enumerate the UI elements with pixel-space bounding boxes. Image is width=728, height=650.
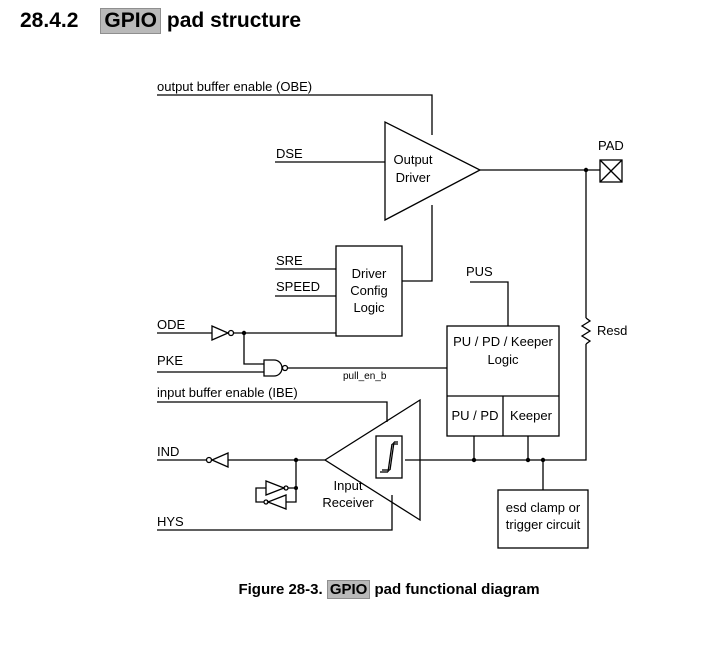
sre-label: SRE (276, 253, 303, 268)
latch-bubble-top (283, 485, 289, 491)
section-number: 28.4.2 (20, 9, 79, 32)
pus-label: PUS (466, 264, 493, 279)
obe-label: output buffer enable (OBE) (157, 79, 312, 94)
search-highlight: GPIO (326, 580, 371, 599)
driver-config-block (335, 245, 403, 337)
pu-pd-label: PU / PD (452, 408, 499, 423)
hys-wire (157, 495, 393, 531)
resd-resistor (580, 317, 592, 345)
driver-config-label: Driver (352, 266, 387, 281)
schmitt-symbol (375, 435, 403, 479)
schmitt-l-rise (387, 443, 393, 473)
ode-buffer (211, 325, 230, 341)
latch-wire-bottom (286, 488, 297, 503)
ode-to-nand-wire (243, 333, 264, 365)
ind-inverter-bubble (205, 456, 213, 464)
input-receiver-label: Receiver (322, 495, 374, 510)
ode-inverter-bubble (227, 329, 235, 337)
esd-label: trigger circuit (506, 517, 581, 532)
pad-label: PAD (598, 138, 624, 153)
search-highlight: GPIO (100, 8, 161, 34)
latch-wire-top (288, 460, 297, 489)
pus-wire (470, 281, 509, 326)
junction-dot (540, 457, 546, 463)
nand-bubble (281, 364, 289, 372)
junction-dot (293, 457, 299, 463)
junction-dot (241, 330, 247, 336)
junction-dot (294, 486, 298, 490)
driver-config-label: Config (350, 283, 388, 298)
junction-dot (583, 167, 589, 173)
ibe-wire (157, 401, 388, 422)
hys-label: HYS (157, 514, 184, 529)
figure-caption: Figure 28-3. GPIO pad functional diagram (0, 580, 728, 599)
figure-title: pad functional diagram (374, 581, 540, 598)
ibe-label: input buffer enable (IBE) (157, 385, 298, 400)
obe-wire (157, 94, 433, 135)
section-heading: 28.4.2 GPIO pad structure (20, 6, 301, 36)
figure-number: Figure 28-3. (238, 581, 323, 598)
junction-dot (471, 457, 477, 463)
pull-en-b-label: pull_en_b (343, 371, 387, 382)
pu-pd-keeper-logic-label: PU / PD / Keeper (453, 334, 553, 349)
pad-to-node-wire (405, 344, 587, 461)
schmitt-r-rise (389, 441, 395, 471)
keeper-label: Keeper (510, 408, 553, 423)
resd-label: Resd (597, 323, 627, 338)
output-driver-label: Output (393, 152, 432, 167)
pke-label: PKE (157, 353, 183, 368)
junction-dot (525, 457, 531, 463)
pu-pd-keeper-logic-label: Logic (487, 352, 519, 367)
ind-label: IND (157, 444, 179, 459)
driver-config-label: Logic (353, 300, 385, 315)
input-receiver-triangle (323, 398, 421, 522)
section-title: pad structure (166, 9, 302, 32)
latch-loop (255, 487, 266, 503)
nand-gate (263, 359, 283, 377)
latch-buffer-top (265, 480, 286, 496)
output-driver-label: Driver (396, 170, 431, 185)
esd-label: esd clamp or (506, 500, 581, 515)
latch-bubble-bottom (263, 499, 269, 505)
input-receiver-label: Input (334, 478, 363, 493)
ode-label: ODE (157, 317, 186, 332)
speed-label: SPEED (276, 279, 320, 294)
config-to-driver-wire (402, 205, 433, 282)
pad-symbol (599, 159, 623, 183)
latch-buffer-bottom (266, 494, 287, 510)
dse-label: DSE (276, 146, 303, 161)
output-driver-triangle (384, 120, 482, 222)
ind-buffer (210, 452, 229, 468)
pad-cross-2 (599, 159, 623, 183)
